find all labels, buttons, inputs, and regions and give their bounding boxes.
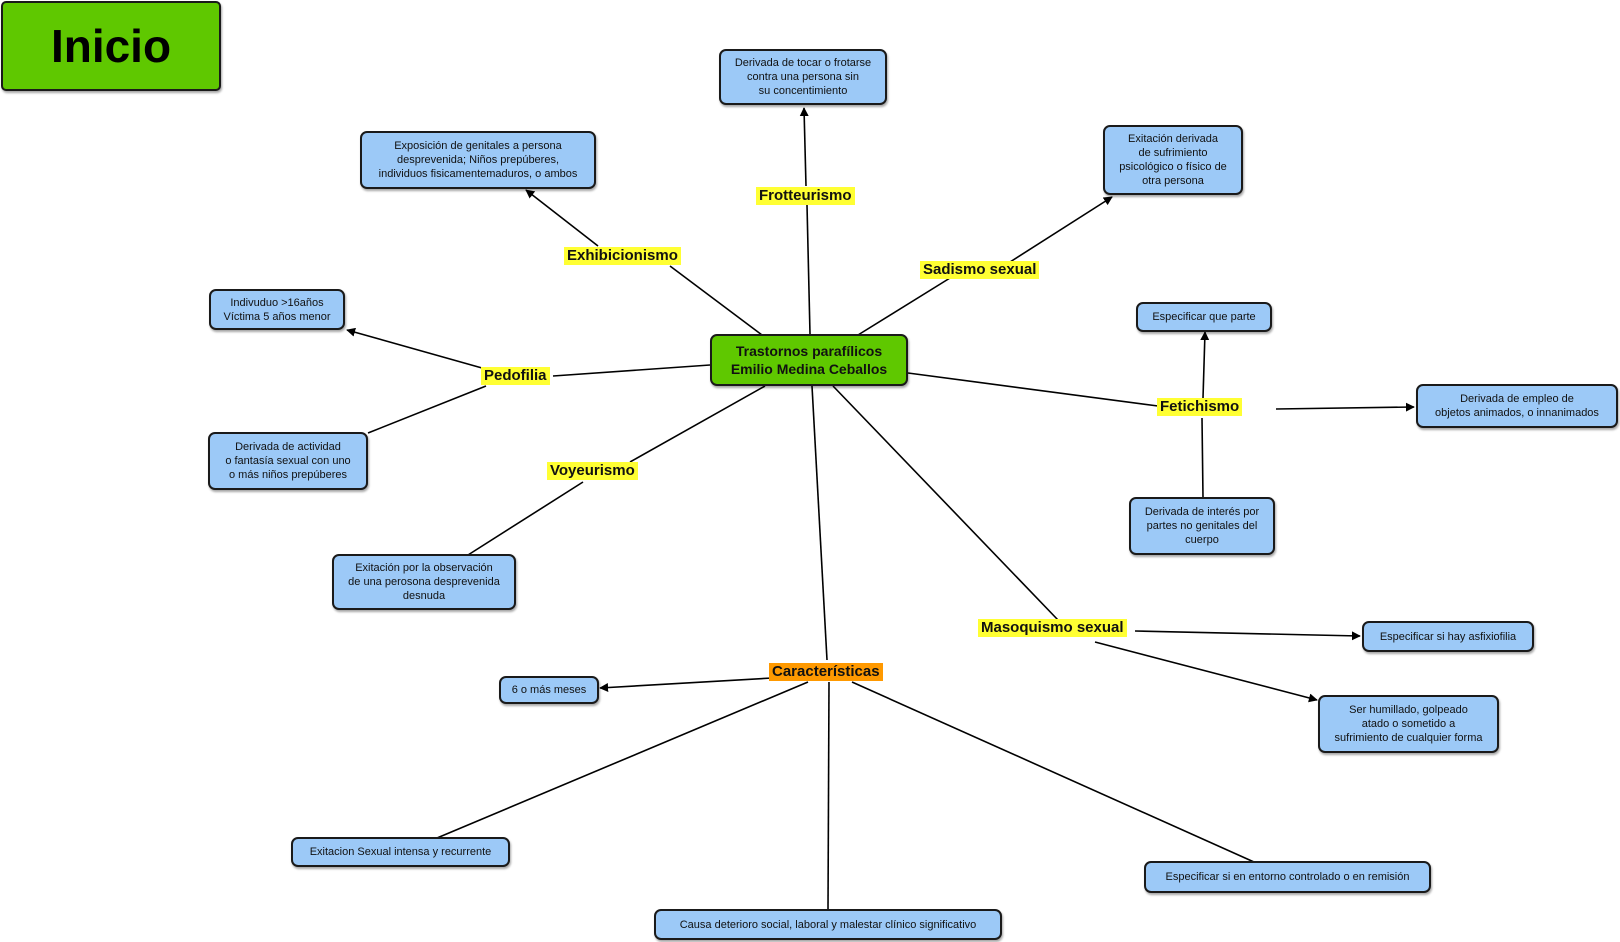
- line-fetichismo-partes-cuerpo: [1201, 417, 1204, 499]
- line-voyeurismo-def: [467, 481, 584, 556]
- arrow-pedofilia-edad: [346, 327, 483, 369]
- arrow-fetichismo-objetos: [1275, 402, 1415, 412]
- concept-masoquismo-asfixiofilia: Especificar si hay asfixiofilia: [1362, 621, 1534, 652]
- concept-caracteristicas-meses: 6 o más meses: [499, 676, 599, 704]
- line-caracteristicas-exitacion: [436, 681, 809, 839]
- line-center-exhibicionismo: [669, 265, 763, 336]
- link-label-masoquismo: Masoquismo sexual: [978, 619, 1127, 637]
- line-center-pedofilia: [552, 364, 711, 377]
- link-label-voyeurismo: Voyeurismo: [547, 462, 638, 480]
- concept-fetichismo-objetos: Derivada de empleo de objetos animados, …: [1416, 384, 1618, 428]
- line-caracteristicas-entorno: [851, 681, 1255, 863]
- link-label-pedofilia: Pedofilia: [481, 367, 550, 385]
- link-label-sadismo: Sadismo sexual: [920, 261, 1040, 279]
- line-center-sadismo: [857, 277, 951, 336]
- concept-voyeurismo-definition: Exitación por la observación de una pero…: [332, 554, 516, 610]
- arrow-caracteristicas-meses: [599, 677, 773, 693]
- center-node-trastornos-parafilicos: Trastornos parafílicos Emilio Medina Ceb…: [710, 334, 908, 386]
- link-label-exhibicionismo: Exhibicionismo: [564, 247, 681, 265]
- line-caracteristicas-deterioro: [827, 681, 830, 911]
- inicio-button[interactable]: Inicio: [1, 1, 221, 91]
- concept-exhibicionismo-definition: Exposición de genitales a persona despre…: [360, 131, 596, 189]
- concept-frotteurismo-definition: Derivada de tocar o frotarse contra una …: [719, 49, 887, 105]
- arrow-masoquismo-asfixiofilia: [1134, 630, 1361, 641]
- arrow-masoquismo-def: [1094, 641, 1318, 703]
- concept-caracteristicas-entorno: Especificar si en entorno controlado o e…: [1144, 861, 1431, 893]
- line-center-voyeurismo: [629, 385, 766, 463]
- line-center-frotteurismo: [806, 204, 811, 335]
- line-center-masoquismo: [832, 385, 1059, 621]
- concept-pedofilia-definition: Derivada de actividad o fantasía sexual …: [208, 432, 368, 490]
- concept-pedofilia-edad: Indivuduo >16años Víctima 5 años menor: [209, 289, 345, 330]
- concept-fetichismo-parte: Especificar que parte: [1136, 302, 1272, 332]
- concept-sadismo-definition: Exitación derivada de sufrimiento psicol…: [1103, 125, 1243, 195]
- arrow-sadismo-def: [1009, 196, 1113, 263]
- arrow-frotteurismo-def: [799, 107, 809, 187]
- line-center-caracteristicas: [811, 385, 828, 661]
- concept-caracteristicas-deterioro: Causa deterioro social, laboral y malest…: [654, 909, 1002, 940]
- link-label-frotteurismo: Frotteurismo: [756, 187, 855, 205]
- concept-fetichismo-partes-cuerpo: Derivada de interés por partes no genita…: [1129, 497, 1275, 555]
- link-label-caracteristicas: Características: [769, 663, 883, 681]
- concept-masoquismo-definition: Ser humillado, golpeado atado o sometido…: [1318, 695, 1499, 753]
- link-label-fetichismo: Fetichismo: [1157, 398, 1243, 416]
- concept-caracteristicas-exitacion: Exitacion Sexual intensa y recurrente: [291, 837, 510, 867]
- arrow-exhibicionismo-def: [525, 189, 599, 247]
- arrow-fetichismo-parte: [1200, 331, 1210, 399]
- line-pedofilia-def: [367, 385, 487, 434]
- line-center-fetichismo: [907, 372, 1159, 407]
